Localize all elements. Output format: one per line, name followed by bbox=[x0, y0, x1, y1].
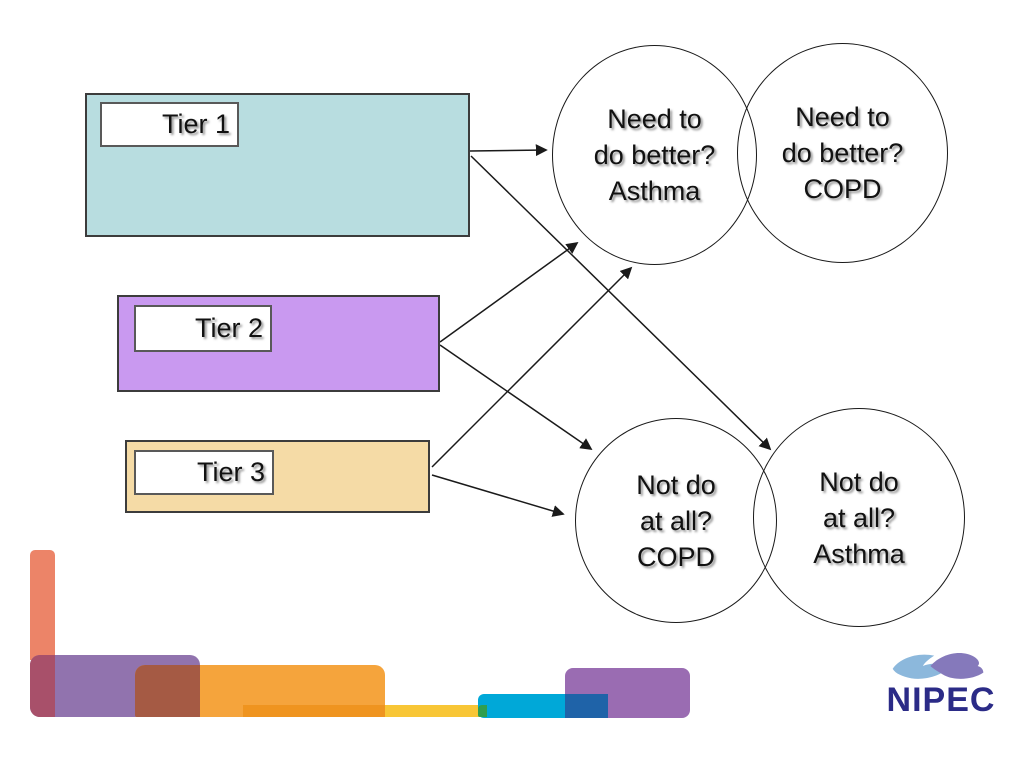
tier-1-box: Tier 1 bbox=[85, 93, 470, 237]
decor-salmon-purple-overlap bbox=[30, 655, 55, 717]
circle-text-line: do better? bbox=[593, 140, 716, 170]
decor-cyan-purple-overlap bbox=[565, 694, 608, 718]
decor-orange-purple-overlap bbox=[135, 665, 200, 717]
circle-text-line: Asthma bbox=[813, 538, 905, 569]
tier-3-label: Tier 3 bbox=[196, 457, 265, 487]
circle-text-line: Asthma bbox=[608, 176, 701, 206]
nipec-swoosh-icon bbox=[892, 652, 984, 679]
decor-yellow-orange-overlap bbox=[243, 705, 385, 717]
tier-1-label-box: Tier 1 bbox=[100, 102, 239, 147]
circle-text-line: at all? bbox=[822, 502, 896, 533]
circle-text-line: at all? bbox=[639, 505, 713, 536]
arrow-tier2-to-not-copd bbox=[439, 344, 593, 451]
circle-need-to-do-better-copd: Need to do better? COPD bbox=[737, 43, 948, 263]
circle-not-do-at-all-asthma: Not do at all? Asthma bbox=[753, 408, 965, 627]
arrow-tier3-to-not-copd bbox=[431, 474, 565, 517]
tier-3-label-box: Tier 3 bbox=[134, 450, 274, 495]
circle-text-line: Need to bbox=[607, 104, 702, 134]
circle-text-line: COPD bbox=[803, 174, 882, 204]
swoosh-purple-shape bbox=[930, 652, 984, 679]
circle-text-line: do better? bbox=[781, 138, 904, 168]
arrow-tier2-to-need-asthma bbox=[439, 241, 579, 343]
tier-2-label: Tier 2 bbox=[194, 313, 263, 343]
tier-1-label: Tier 1 bbox=[161, 109, 230, 139]
swoosh-blue-shape bbox=[892, 654, 947, 679]
arrow-tier3-to-need-asthma bbox=[431, 266, 633, 468]
decor-salmon-bar bbox=[30, 550, 55, 660]
tier-2-label-box: Tier 2 bbox=[134, 305, 272, 352]
circle-text-line: Not do bbox=[636, 469, 716, 500]
arrow-tier1-to-need-asthma bbox=[469, 144, 548, 157]
circle-text-line: COPD bbox=[636, 541, 715, 572]
circle-need-to-do-better-asthma: Need to do better? Asthma bbox=[552, 45, 757, 265]
tier-2-box: Tier 2 bbox=[117, 295, 440, 392]
decor-yellow-cyan-overlap bbox=[478, 705, 487, 717]
nipec-logo-text: NIPEC bbox=[886, 681, 996, 719]
circle-text-line: Not do bbox=[819, 466, 899, 497]
circle-text-line: Need to bbox=[795, 102, 890, 132]
nipec-logo: NIPEC bbox=[868, 648, 1014, 724]
tier-3-box: Tier 3 bbox=[125, 440, 430, 513]
circle-not-do-at-all-copd: Not do at all? COPD bbox=[575, 418, 777, 623]
